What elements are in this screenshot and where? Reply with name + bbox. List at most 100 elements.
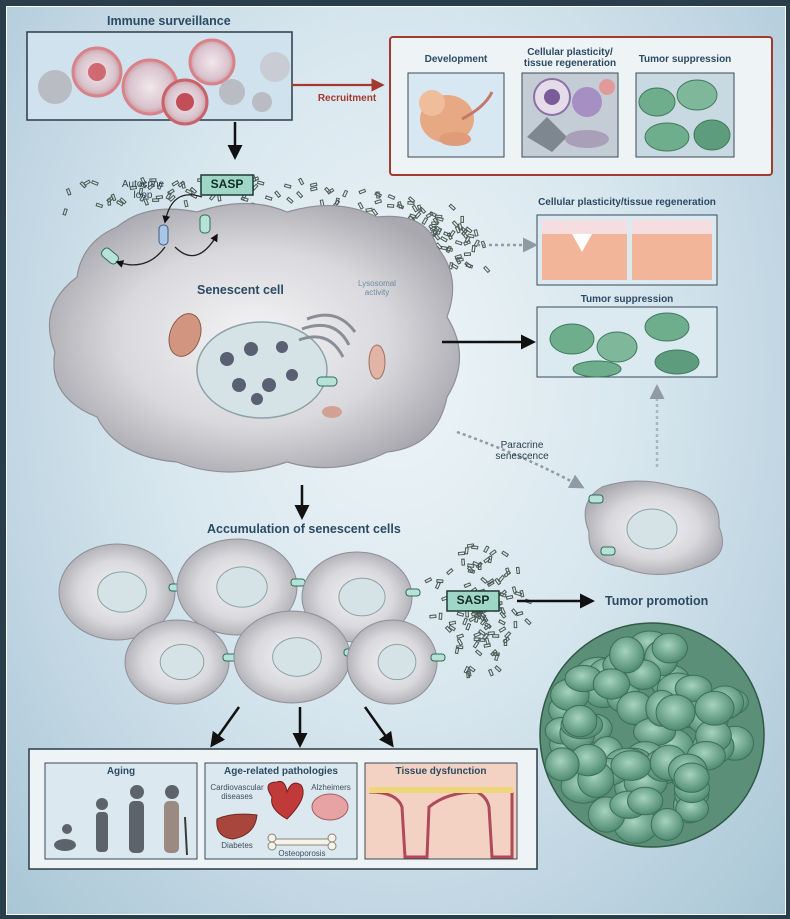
lysosome — [322, 406, 342, 418]
sasp-particle — [376, 191, 380, 199]
aging-label: Aging — [106, 766, 136, 777]
sasp-particle — [465, 622, 472, 631]
cluster-cell — [176, 538, 306, 636]
tumor-cell — [694, 690, 735, 726]
chromatin — [220, 341, 298, 405]
tumor-cell — [592, 668, 631, 700]
sasp-particle — [498, 592, 507, 598]
sasp-particle — [456, 638, 464, 646]
sasp-particle — [168, 194, 176, 202]
sasp-particle — [501, 550, 509, 558]
tumor-suppression-top-label: Tumor suppression — [638, 54, 732, 65]
tumor-mass — [539, 622, 765, 848]
sasp-particle — [411, 204, 419, 213]
sasp-particle — [147, 183, 155, 191]
sasp-particle — [357, 201, 364, 210]
sasp-particle — [183, 199, 189, 208]
lysosomal-activity-label: Lysosomal activity — [347, 279, 407, 297]
paracrine-senescence-label: Paracrine senescence — [482, 440, 562, 462]
sasp-particle — [138, 187, 144, 196]
sasp-particle — [487, 631, 495, 636]
paracrine-arrow — [456, 430, 585, 489]
arrow-aging — [210, 706, 241, 748]
sasp-particle — [90, 179, 99, 186]
immune-cell — [38, 38, 290, 126]
sasp-particle — [483, 623, 492, 631]
arrow-dysfunction — [363, 706, 394, 748]
sasp-particle — [454, 239, 463, 246]
plasticity-top-line1: Cellular plasticity/ — [527, 47, 613, 58]
sasp-particle — [492, 634, 500, 638]
development-label: Development — [424, 54, 488, 65]
sasp-particle — [504, 631, 512, 639]
sasp-particle — [460, 215, 464, 223]
liver-icon — [216, 813, 258, 840]
sasp-top-label: SASP — [210, 177, 244, 191]
accumulation-label: Accumulation of senescent cells — [207, 522, 401, 536]
sasp-particle — [511, 586, 518, 594]
sasp-particle — [515, 610, 524, 617]
sasp-bottom-label: SASP — [456, 593, 490, 607]
sasp-particle — [483, 545, 490, 554]
tumor-suppression-right-label: Tumor suppression — [580, 294, 674, 305]
sasp-particle — [143, 198, 150, 206]
sasp-particle — [115, 199, 124, 207]
sasp-particle — [418, 206, 427, 215]
sasp-particle — [466, 670, 471, 679]
sasp-particle — [464, 226, 473, 234]
sasp-particle — [457, 551, 466, 556]
sasp-particle — [309, 186, 318, 192]
sasp-particle — [79, 181, 87, 189]
brain-icon — [311, 793, 349, 821]
sasp-particle — [448, 624, 457, 632]
sasp-particle — [478, 562, 482, 570]
sasp-particle — [499, 606, 506, 615]
sasp-particle — [283, 183, 292, 189]
sasp-particle — [473, 613, 482, 620]
sasp-particle — [374, 191, 383, 198]
sasp-particle — [497, 619, 506, 626]
sasp-particle — [468, 665, 476, 673]
sasp-particle — [421, 217, 429, 225]
sasp-particle — [461, 558, 466, 566]
sasp-particle — [467, 568, 476, 574]
sasp-particle — [407, 201, 415, 206]
figure-canvas: Immune surveillance Recruitment Developm… — [6, 6, 786, 915]
tumor-cell — [651, 632, 688, 664]
sasp-particle — [435, 242, 443, 250]
sasp-particle — [62, 208, 68, 216]
tissue-dysfunction-label: Tissue dysfunction — [395, 766, 487, 777]
sasp-particle — [95, 202, 104, 209]
sasp-particle — [445, 246, 454, 252]
sasp-particle — [471, 245, 476, 253]
sasp-particle — [440, 236, 448, 243]
sasp-particle — [462, 617, 469, 626]
sasp-box-bottom — [446, 590, 500, 612]
sasp-particle — [466, 565, 475, 574]
sasp-particle — [358, 188, 367, 195]
sasp-particle — [455, 256, 462, 265]
cluster-cell — [58, 543, 184, 641]
autocrine-arrow-2 — [115, 246, 166, 268]
sasp-particle — [463, 582, 472, 589]
sasp-particle — [436, 578, 444, 584]
sasp-particle — [297, 177, 305, 186]
human-silhouette-icon — [54, 785, 188, 856]
autocrine-label: Autocrine loop — [113, 179, 173, 201]
diagram-artwork — [26, 31, 773, 870]
sasp-particle — [464, 261, 472, 269]
sasp-particle — [286, 196, 294, 204]
sasp-particle — [473, 229, 479, 237]
sasp-particle — [480, 576, 488, 585]
sasp-particle — [119, 197, 127, 205]
mitochondrion-right — [368, 344, 386, 380]
sasp-particle — [155, 195, 164, 200]
alzheimers-label: Alzheimers — [311, 783, 351, 792]
plasticity-right-panel — [536, 214, 718, 286]
sasp-particle — [443, 231, 451, 238]
embryo-icon — [419, 90, 494, 146]
cluster-cell — [346, 619, 446, 705]
sasp-particle — [180, 181, 186, 189]
sasp-particle — [256, 180, 265, 186]
